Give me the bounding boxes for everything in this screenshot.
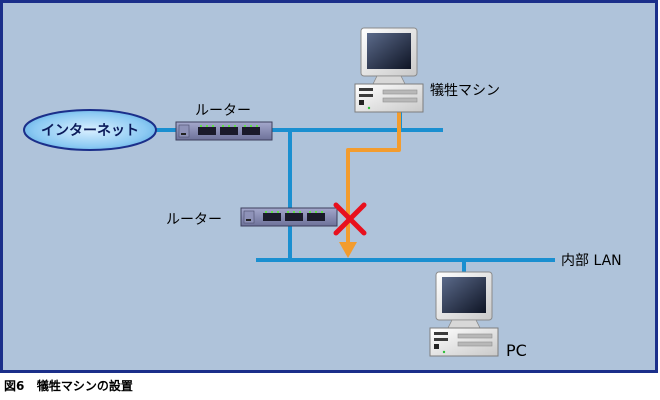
blocked-cross-icon (333, 202, 367, 236)
top-router-label: ルーター (195, 103, 251, 119)
figure-number: 図6 (4, 379, 25, 393)
internal-lan-label: 内部 LAN (561, 253, 622, 269)
sacrificial-machine-computer-icon (354, 27, 424, 113)
internet-label: インターネット (41, 123, 139, 139)
pc-label: PC (506, 341, 527, 360)
figure-caption: 図6 犠牲マシンの設置 (4, 377, 133, 394)
top-router-icon (175, 121, 273, 141)
middle-router-icon (240, 207, 338, 227)
pc-computer-icon (429, 271, 499, 357)
attack-path-arrow (339, 112, 401, 258)
sacrificial-machine-label: 犠牲マシン (430, 82, 500, 99)
diagram-background (0, 0, 658, 373)
middle-router-label: ルーター (166, 212, 222, 228)
internet-cloud: インターネット (23, 109, 157, 151)
figure-caption-text: 犠牲マシンの設置 (36, 379, 133, 393)
